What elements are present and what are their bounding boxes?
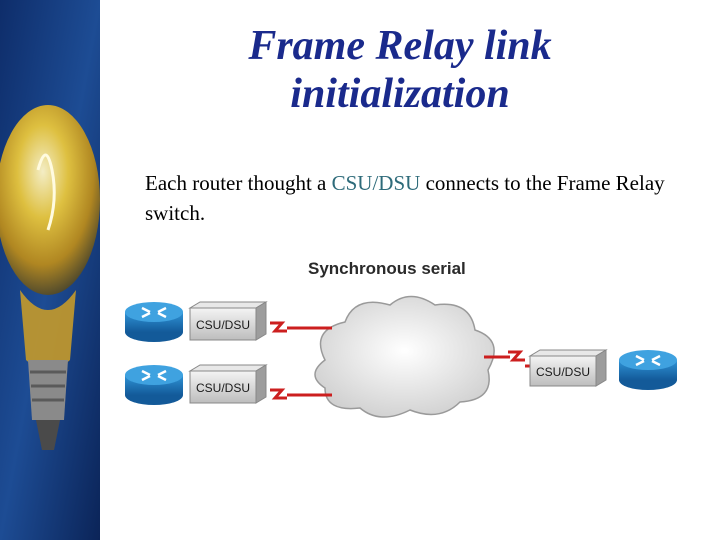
router-icon: [125, 365, 183, 405]
serial-link-2: [270, 388, 332, 400]
title-line-1: Frame Relay link: [248, 23, 552, 69]
csu-dsu-label: CSU/DSU: [196, 381, 250, 395]
csu-dsu-label: CSU/DSU: [536, 365, 590, 379]
body-text-end: connects to the Frame Relay switch.: [145, 171, 665, 225]
router-icon: [619, 350, 677, 390]
sidebar-lightbulb-image: [0, 0, 100, 540]
title-line-2: initialization: [290, 71, 510, 117]
router-icon: [125, 302, 183, 342]
diagram-heading: Synchronous serial: [308, 259, 466, 278]
body-text-start: Each router thought a: [145, 171, 332, 195]
body-text-highlight: CSU/DSU: [331, 171, 421, 195]
csu-dsu-device: CSU/DSU: [188, 301, 268, 341]
csu-dsu-device: CSU/DSU: [528, 349, 608, 387]
csu-dsu-device: CSU/DSU: [188, 364, 268, 404]
network-diagram: Synchronous serial CSU/DSU: [125, 259, 677, 418]
slide-title: Frame Relay link initialization: [170, 22, 630, 118]
body-paragraph: Each router thought a CSU/DSU connects t…: [145, 168, 665, 228]
serial-link-1: [270, 321, 332, 333]
cloud-icon: [314, 295, 495, 418]
csu-dsu-label: CSU/DSU: [196, 318, 250, 332]
